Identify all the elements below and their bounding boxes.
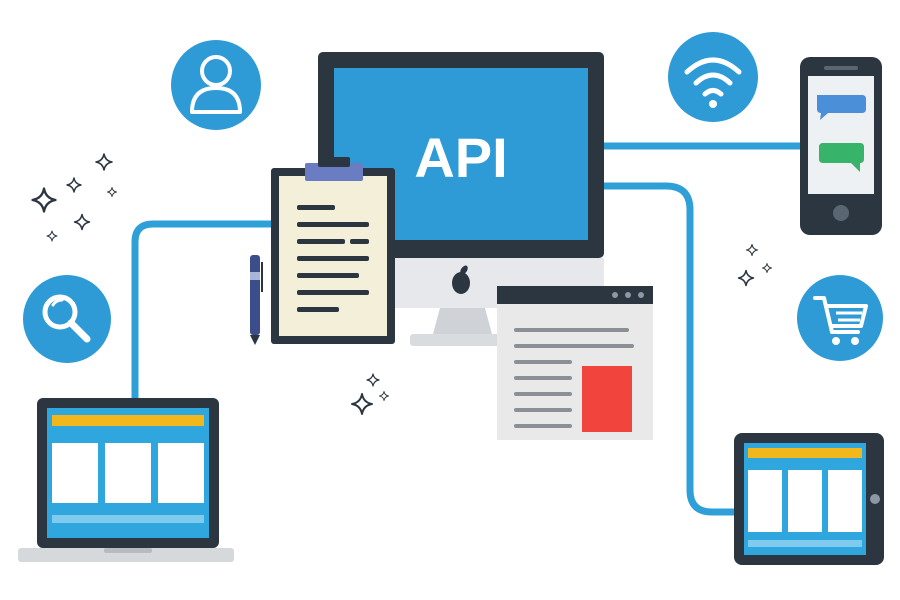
connector-tablet [596, 182, 738, 516]
search-icon [23, 275, 111, 363]
cart-icon [797, 275, 883, 361]
browser-window-icon [497, 286, 653, 440]
apple-logo-icon [452, 265, 470, 294]
user-icon [171, 40, 261, 130]
pen-icon [250, 255, 263, 345]
wifi-icon [668, 32, 758, 122]
connector-lines [131, 142, 804, 516]
tablet-icon [734, 433, 884, 565]
laptop-icon [18, 398, 234, 562]
connector-laptop [131, 220, 284, 402]
clipboard-icon [271, 157, 395, 344]
phone-icon [800, 57, 882, 235]
api-label: API [414, 126, 507, 189]
